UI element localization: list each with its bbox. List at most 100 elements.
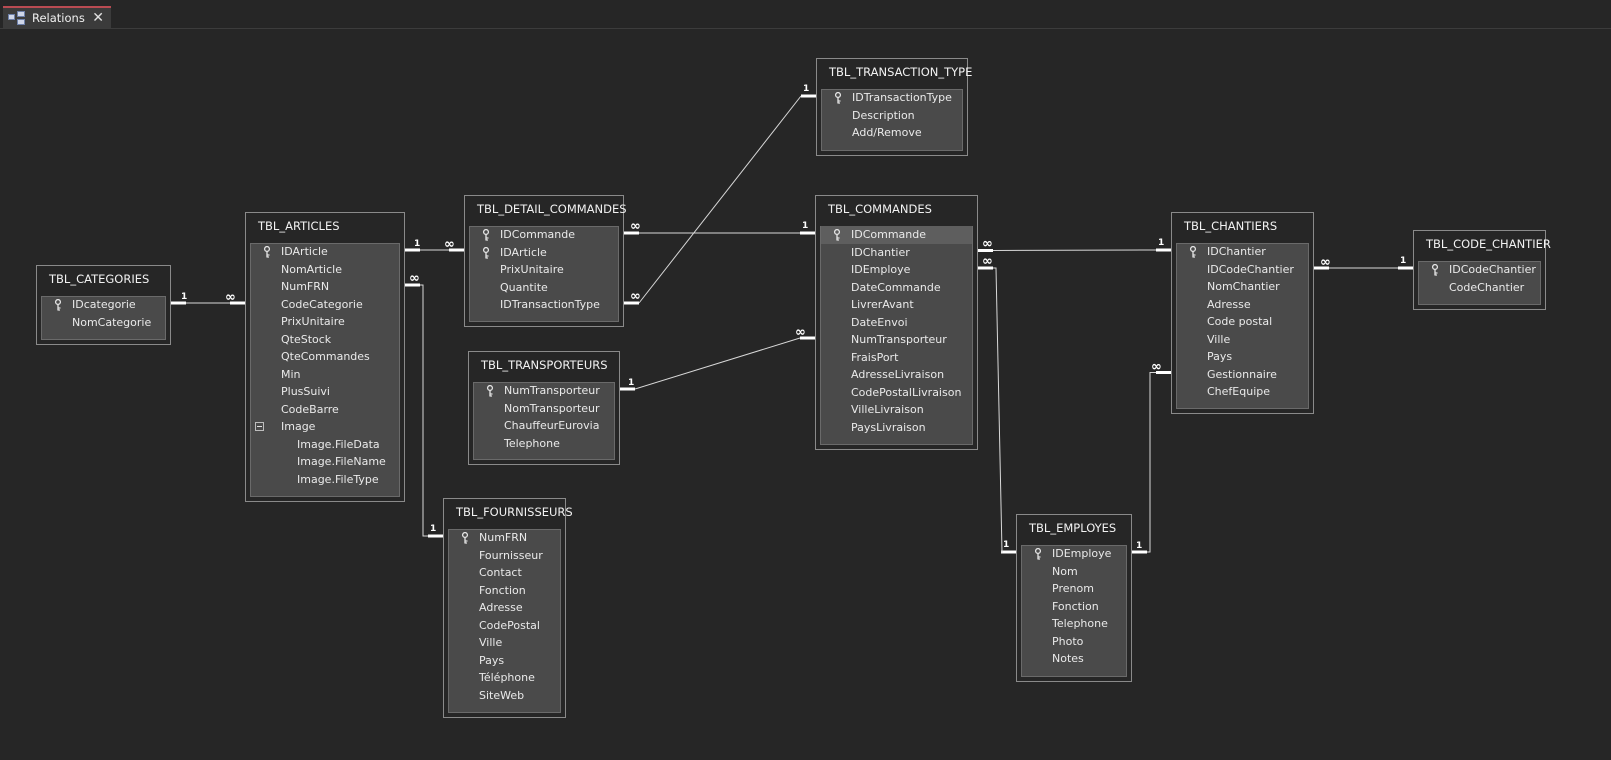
field-row[interactable]: SiteWeb (449, 687, 560, 705)
field-row[interactable]: Image.FileType (251, 471, 399, 489)
field-row[interactable]: Gestionnaire (1177, 366, 1308, 384)
field-row[interactable]: Photo (1022, 633, 1126, 651)
field-row[interactable]: Pays (1177, 348, 1308, 366)
field-row[interactable]: NomArticle (251, 261, 399, 279)
field-row[interactable]: ChefEquipe (1177, 383, 1308, 401)
field-row[interactable]: Telephone (474, 435, 614, 453)
field-row[interactable]: PrixUnitaire (470, 261, 618, 279)
table-title[interactable]: TBL_EMPLOYES (1029, 521, 1117, 535)
field-row[interactable]: NomCategorie (42, 314, 165, 332)
field-row[interactable]: IDTransactionType (470, 296, 618, 314)
field-row[interactable]: Pays (449, 652, 560, 670)
relationship-line[interactable] (638, 95, 802, 304)
field-row[interactable]: IDChantier (1177, 243, 1308, 261)
field-row[interactable]: Fournisseur (449, 547, 560, 565)
field-row[interactable]: NumFRN (251, 278, 399, 296)
relationship-line[interactable] (420, 284, 428, 537)
table-title[interactable]: TBL_TRANSACTION_TYPE (829, 65, 973, 79)
field-row[interactable]: ChauffeurEurovia (474, 417, 614, 435)
field-row[interactable]: CodeCategorie (251, 296, 399, 314)
field-row[interactable]: QteCommandes (251, 348, 399, 366)
relationship-line[interactable] (992, 249, 1157, 251)
table-title[interactable]: TBL_DETAIL_COMMANDES (477, 202, 627, 216)
field-row[interactable]: FraisPort (821, 349, 972, 367)
table-title[interactable]: TBL_TRANSPORTEURS (481, 358, 608, 372)
field-row[interactable]: Image.FileData (251, 436, 399, 454)
table-title[interactable]: TBL_CATEGORIES (49, 272, 150, 286)
field-row[interactable]: Min (251, 366, 399, 384)
field-row[interactable]: Contact (449, 564, 560, 582)
field-row[interactable]: IDChantier (821, 244, 972, 262)
field-row[interactable]: Fonction (449, 582, 560, 600)
field-row[interactable]: IDArticle (470, 244, 618, 262)
field-row[interactable]: Téléphone (449, 669, 560, 687)
field-row[interactable]: Notes (1022, 650, 1126, 668)
field-row[interactable]: IDCommande (470, 226, 618, 244)
field-row[interactable]: IDcategorie (42, 296, 165, 314)
field-row[interactable]: IDEmploye (821, 261, 972, 279)
field-row[interactable]: CodeBarre (251, 401, 399, 419)
field-row[interactable]: Telephone (1022, 615, 1126, 633)
field-row[interactable]: Add/Remove (822, 124, 962, 142)
table-title[interactable]: TBL_ARTICLES (258, 219, 340, 233)
field-row[interactable]: CodePostal (449, 617, 560, 635)
relationship-line[interactable] (634, 337, 801, 390)
table-title[interactable]: TBL_CHANTIERS (1184, 219, 1278, 233)
field-row[interactable]: NomChantier (1177, 278, 1308, 296)
field-row[interactable]: Fonction (1022, 598, 1126, 616)
table-title[interactable]: TBL_FOURNISSEURS (456, 505, 573, 519)
relationship-line[interactable] (993, 267, 1003, 553)
field-row[interactable]: PaysLivraison (821, 419, 972, 437)
field-row[interactable]: Description (822, 107, 962, 125)
field-row[interactable]: Adresse (1177, 296, 1308, 314)
field-row[interactable]: Ville (1177, 331, 1308, 349)
field-row[interactable]: NumTransporteur (474, 382, 614, 400)
table-title[interactable]: TBL_COMMANDES (828, 202, 932, 216)
field-row[interactable]: Adresse (449, 599, 560, 617)
tab-relations[interactable]: Relations ✕ (3, 6, 111, 28)
field-row[interactable]: LivrerAvant (821, 296, 972, 314)
field-row[interactable]: QteStock (251, 331, 399, 349)
field-row[interactable]: Code postal (1177, 313, 1308, 331)
field-row[interactable]: Image.FileName (251, 453, 399, 471)
relationship-line[interactable] (1147, 372, 1156, 553)
field-row[interactable]: IDArticle (251, 243, 399, 261)
collapse-icon[interactable] (255, 422, 264, 431)
field-row[interactable]: AdresseLivraison (821, 366, 972, 384)
field-row[interactable]: PrixUnitaire (251, 313, 399, 331)
field-row[interactable]: NomTransporteur (474, 400, 614, 418)
field-row[interactable]: NumTransporteur (821, 331, 972, 349)
field-row[interactable]: DateCommande (821, 279, 972, 297)
field-row[interactable]: IDCodeChantier (1177, 261, 1308, 279)
field-row[interactable]: IDCodeChantier (1419, 261, 1540, 279)
close-icon[interactable]: ✕ (92, 10, 104, 26)
field-row[interactable]: Ville (449, 634, 560, 652)
table-title[interactable]: TBL_CODE_CHANTIER (1426, 237, 1551, 251)
field-row[interactable]: NumFRN (449, 529, 560, 547)
field-row[interactable]: IDTransactionType (822, 89, 962, 107)
field-row[interactable]: Prenom (1022, 580, 1126, 598)
field-row[interactable]: VilleLivraison (821, 401, 972, 419)
field-row[interactable]: DateEnvoi (821, 314, 972, 332)
field-row[interactable]: IDCommande (821, 226, 972, 244)
field-row[interactable]: PlusSuivi (251, 383, 399, 401)
field-row[interactable]: IDEmploye (1022, 545, 1126, 563)
field-row[interactable]: Quantite (470, 279, 618, 297)
